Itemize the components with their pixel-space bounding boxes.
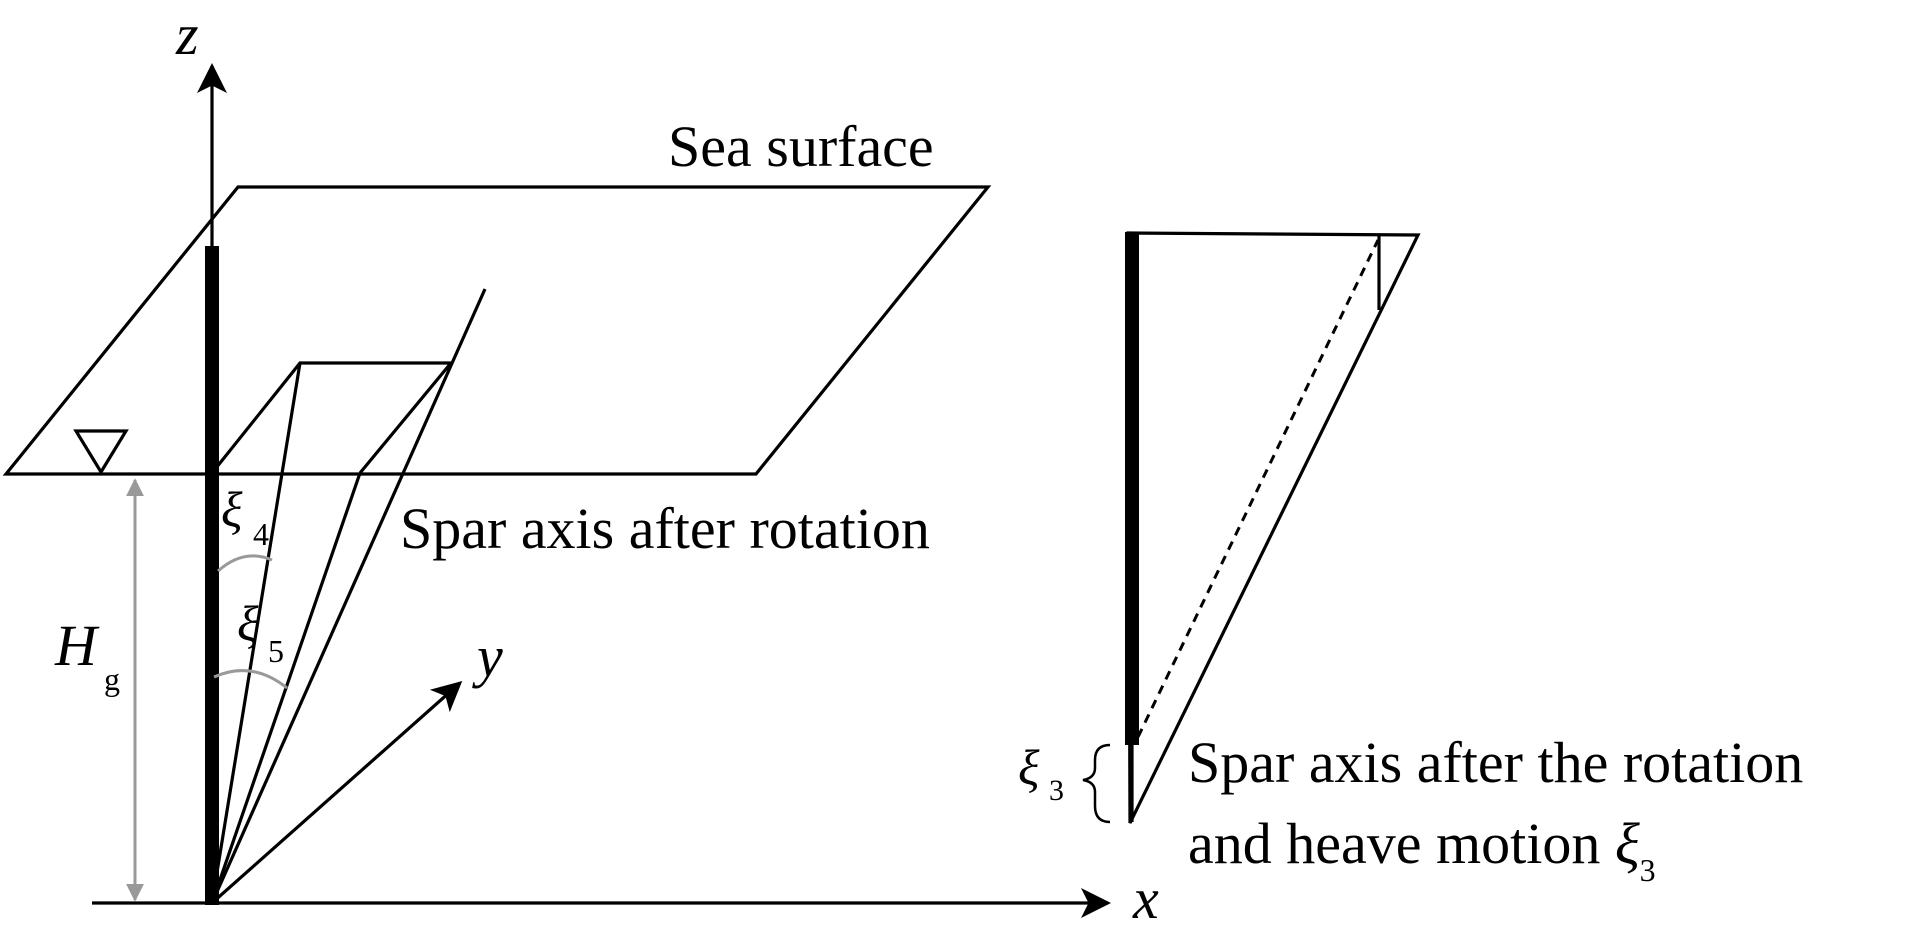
xi5-angle-arc — [213, 669, 288, 690]
xi5-label: ξ — [237, 595, 259, 651]
xi3-label: ξ — [1018, 739, 1040, 795]
xi4-label: ξ — [221, 481, 243, 537]
rotated-axis-line — [210, 288, 487, 904]
z-axis-label: z — [175, 2, 199, 67]
xi3-brace — [1082, 743, 1111, 824]
sea-surface-plane — [2, 185, 992, 476]
spar-axis-heave-text: and heave motion — [1188, 811, 1615, 876]
xi3-subscript: 3 — [1049, 774, 1064, 807]
heave-dashed-axis — [1136, 239, 1380, 738]
xi4-subscript: 4 — [253, 516, 269, 552]
xi4-projection-line — [210, 362, 302, 904]
spar-axis-heave-sub: 3 — [1640, 852, 1656, 888]
hg-subscript: g — [104, 661, 120, 697]
spar-axis-heave-label-line1: Spar axis after the rotation — [1188, 730, 1803, 795]
hg-label: H — [54, 613, 100, 678]
spar-axis-heave-label-line2: and heave motion ξ3 — [1188, 811, 1656, 888]
y-axis-label: y — [472, 624, 503, 689]
rotated-spar-box — [210, 361, 455, 475]
xi4-angle-arc — [217, 554, 273, 573]
sea-surface-label: Sea surface — [668, 114, 934, 179]
xi5-subscript: 5 — [268, 633, 284, 669]
water-level-triangle — [73, 429, 129, 476]
spar-axis-rotation-label: Spar axis after rotation — [400, 496, 930, 561]
y-axis-line — [210, 681, 463, 905]
x-axis-label: x — [1132, 866, 1159, 931]
spar-axis-heave-xi: ξ — [1615, 811, 1640, 876]
